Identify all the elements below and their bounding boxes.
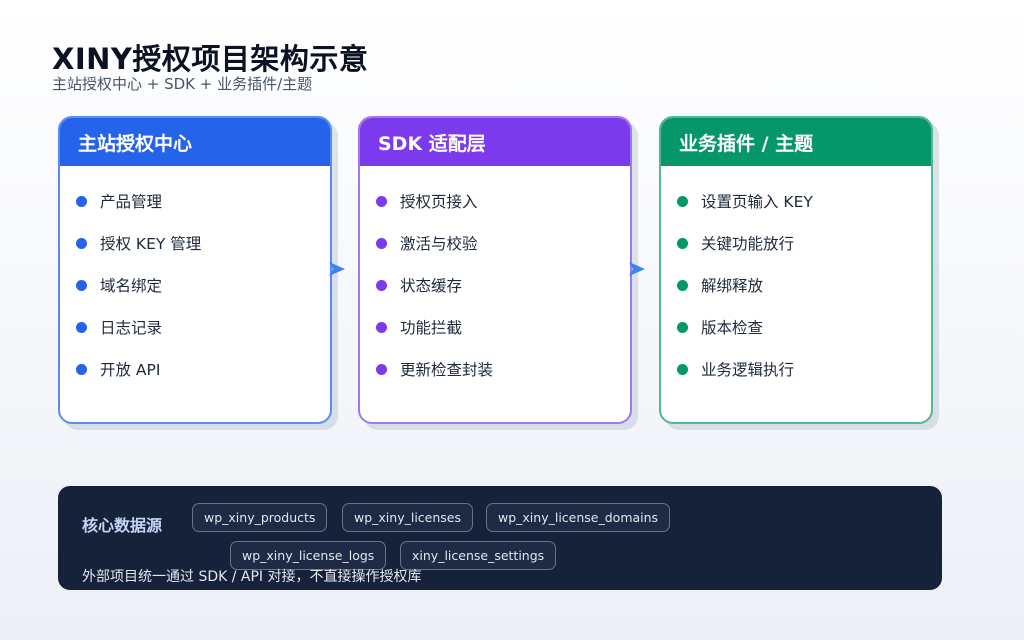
bullet-dot-icon [376,195,387,207]
data-source-note: 外部项目统一通过 SDK / API 对接，不直接操作授权库 [82,569,422,585]
bullet-dot-icon [76,279,87,291]
bullet-dot-icon [376,363,387,375]
list-item: 授权页接入 [376,180,630,222]
list-item: 业务逻辑执行 [677,348,931,390]
list-item: 更新检查封装 [376,348,630,390]
card-license-center: 主站授权中心 产品管理 授权 KEY 管理 域名绑定 日志记录 开放 API [58,116,332,424]
list-item: 设置页输入 KEY [677,180,931,222]
card-license-center-list: 产品管理 授权 KEY 管理 域名绑定 日志记录 开放 API [60,166,330,390]
card-license-center-header: 主站授权中心 [60,118,330,166]
bullet-dot-icon [677,279,688,291]
card-business-plugin-header: 业务插件 / 主题 [661,118,931,166]
list-item-label: 域名绑定 [100,277,163,295]
bullet-dot-icon [376,237,387,249]
bullet-dot-icon [376,321,387,333]
bullet-dot-icon [677,237,688,249]
table-chip-license-domains: wp_xiny_license_domains [486,503,671,532]
list-item-label: 业务逻辑执行 [701,361,795,379]
list-item-label: 授权页接入 [400,193,478,211]
list-item-label: 版本检查 [701,319,764,337]
arrow-right-icon [629,262,645,276]
list-item-label: 解绑释放 [701,277,764,295]
list-item-label: 功能拦截 [400,319,463,337]
card-sdk-layer-list: 授权页接入 激活与校验 状态缓存 功能拦截 更新检查封装 [360,166,630,390]
arrow-right-icon [329,262,345,276]
data-source-title: 核心数据源 [82,516,163,535]
list-item: 域名绑定 [76,264,330,306]
list-item-label: 状态缓存 [400,277,463,295]
list-item-label: 激活与校验 [400,235,478,253]
list-item-label: 更新检查封装 [400,361,494,379]
list-item: 授权 KEY 管理 [76,222,330,264]
card-business-plugin: 业务插件 / 主题 设置页输入 KEY 关键功能放行 解绑释放 版本检查 业务逻… [659,116,933,424]
list-item-label: 关键功能放行 [701,235,795,253]
list-item-label: 产品管理 [100,193,163,211]
bullet-dot-icon [76,321,87,333]
list-item: 产品管理 [76,180,330,222]
bullet-dot-icon [376,279,387,291]
card-business-plugin-list: 设置页输入 KEY 关键功能放行 解绑释放 版本检查 业务逻辑执行 [661,166,931,390]
list-item: 解绑释放 [677,264,931,306]
bullet-dot-icon [76,363,87,375]
card-license-center-title: 主站授权中心 [78,132,193,155]
card-sdk-layer: SDK 适配层 授权页接入 激活与校验 状态缓存 功能拦截 更新检查封装 [358,116,632,424]
data-source-panel: 核心数据源 wp_xiny_products wp_xiny_licenses … [58,486,942,590]
bullet-dot-icon [76,237,87,249]
bullet-dot-icon [76,195,87,207]
list-item-label: 设置页输入 KEY [701,193,813,211]
table-chip-license-settings: xiny_license_settings [400,541,557,570]
list-item-label: 开放 API [100,361,161,379]
list-item: 开放 API [76,348,330,390]
list-item-label: 授权 KEY 管理 [100,235,202,253]
card-business-plugin-title: 业务插件 / 主题 [679,132,814,155]
list-item-label: 日志记录 [100,319,163,337]
table-chip-licenses: wp_xiny_licenses [342,503,473,532]
list-item: 状态缓存 [376,264,630,306]
list-item: 关键功能放行 [677,222,931,264]
card-sdk-layer-header: SDK 适配层 [360,118,630,166]
card-sdk-layer-title: SDK 适配层 [378,132,486,155]
bullet-dot-icon [677,195,688,207]
list-item: 激活与校验 [376,222,630,264]
list-item: 版本检查 [677,306,931,348]
list-item: 功能拦截 [376,306,630,348]
table-chip-products: wp_xiny_products [192,503,328,532]
bullet-dot-icon [677,363,688,375]
page-title: XINY授权项目架构示意 [52,42,369,76]
list-item: 日志记录 [76,306,330,348]
bullet-dot-icon [677,321,688,333]
table-chip-license-logs: wp_xiny_license_logs [230,541,387,570]
page-subtitle: 主站授权中心 + SDK + 业务插件/主题 [52,75,313,93]
